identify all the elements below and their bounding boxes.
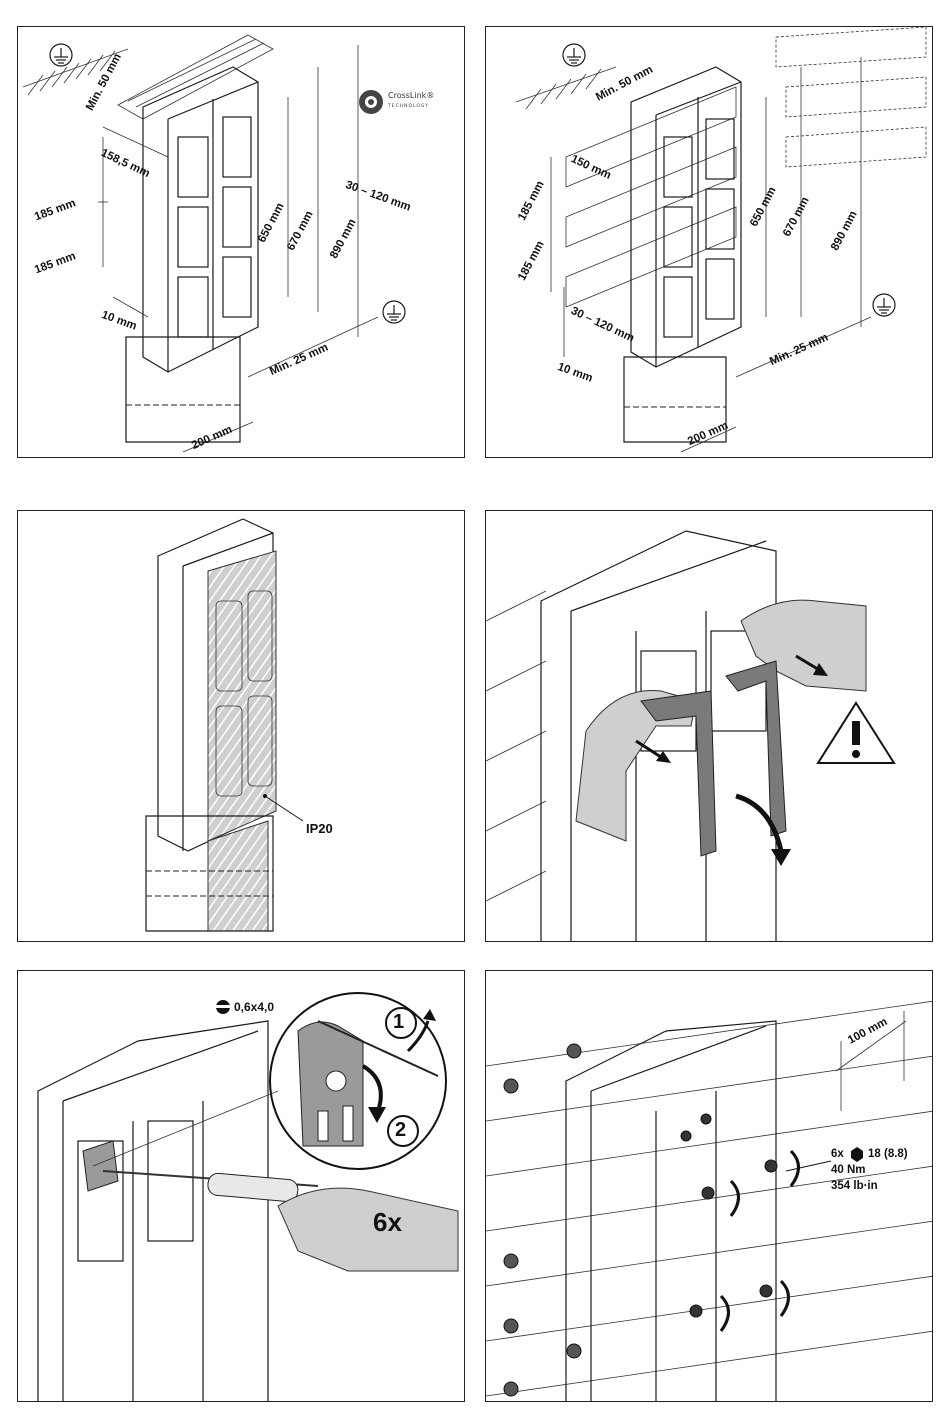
panel-ip20-protection: IP20 <box>17 510 465 942</box>
switch-body <box>566 1021 776 1402</box>
rotate-arrow-icon <box>721 1151 799 1331</box>
crosslink-logo-icon <box>356 87 386 117</box>
torque-lbin: 354 lb·in <box>831 1180 878 1192</box>
logo-sub: TECHNOLOGY <box>388 104 429 109</box>
screwdriver-drawing <box>18 971 465 1402</box>
ground-icon <box>50 44 72 66</box>
ip20-label: IP20 <box>306 821 333 836</box>
busbars <box>486 591 546 901</box>
panel-dimensions-wall-mount: Min. 50 mm 158,5 mm 185 mm 185 mm 30 – 1… <box>17 26 465 458</box>
switch-body <box>38 1021 268 1402</box>
repeat-count: 6x <box>373 1207 402 1238</box>
switch-body <box>541 531 776 942</box>
busbar-plates <box>566 87 736 307</box>
nut-icon <box>504 1044 581 1396</box>
ip20-drawing <box>18 511 465 942</box>
ground-icon <box>383 301 405 323</box>
panel-dimensions-busbar-mount: Min. 50 mm 150 mm 185 mm 185 mm 30 – 120… <box>485 26 933 458</box>
step-1: 1 <box>393 1011 404 1034</box>
switch-body <box>143 67 258 372</box>
flat-screwdriver-icon <box>216 1000 230 1014</box>
ground-icon <box>563 44 585 66</box>
warning-triangle-icon <box>818 703 894 763</box>
bolt-leader <box>786 1161 831 1171</box>
bolt-count: 6x <box>831 1148 844 1160</box>
dimension-lines <box>551 57 871 452</box>
ground-icon <box>873 294 895 316</box>
screwdriver-icon <box>103 1171 318 1202</box>
bolt-icon <box>681 1114 777 1317</box>
handle-left <box>641 691 716 856</box>
base-cover <box>208 821 268 931</box>
hex-bolt-icon <box>851 1147 863 1162</box>
clip-detail <box>83 1141 118 1191</box>
pull-arrow-icon <box>636 741 671 763</box>
handle-right <box>726 661 786 836</box>
panel-handle-removal <box>485 510 933 942</box>
dimension-drawing-2 <box>486 27 933 458</box>
busbars <box>776 27 926 167</box>
torque-nm: 40 Nm <box>831 1164 866 1176</box>
step-2: 2 <box>395 1119 406 1142</box>
logo-name: CrossLink® <box>388 91 434 100</box>
handle-removal-drawing <box>486 511 933 942</box>
tool-spec: 0,6x4,0 <box>234 1000 274 1014</box>
switch-body <box>631 67 741 367</box>
panel-screwdriver-release: 0,6x4,0 1 2 6x <box>17 970 465 1402</box>
hand <box>278 1188 458 1271</box>
panel-bolt-mounting: 100 mm 6x 18 (8.8) 40 Nm 354 lb·in <box>485 970 933 1402</box>
bolt-spec: 18 (8.8) <box>868 1148 908 1160</box>
